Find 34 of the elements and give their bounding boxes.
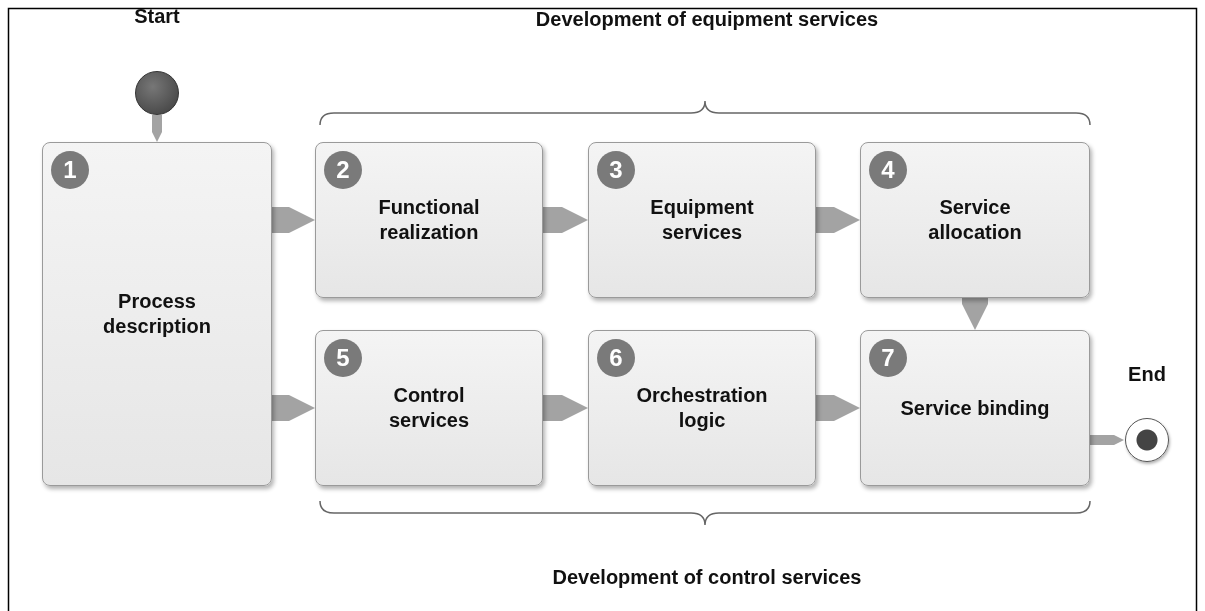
- arrow: [152, 115, 162, 142]
- step-number: 7: [869, 339, 907, 377]
- group-label: Development of equipment services: [535, 8, 879, 31]
- step-number: 2: [324, 151, 362, 189]
- arrow: [962, 298, 988, 330]
- arrow: [816, 207, 860, 233]
- step-label: Functional realization: [377, 195, 481, 245]
- step-label: Control services: [387, 383, 471, 433]
- step-label: Service binding: [899, 395, 1051, 421]
- process-box: [588, 330, 816, 486]
- step-number: 3: [597, 151, 635, 189]
- arrow: [272, 207, 315, 233]
- step-number: 4: [869, 151, 907, 189]
- start-label: Start: [133, 4, 181, 28]
- step-label: Orchestration logic: [635, 383, 769, 433]
- end-label: End: [1127, 362, 1167, 386]
- step-label: Process description: [102, 289, 212, 339]
- arrow: [543, 395, 588, 421]
- step-number: 6: [597, 339, 635, 377]
- arrow: [543, 207, 588, 233]
- process-box: [315, 330, 543, 486]
- process-box: [588, 142, 816, 298]
- process-box: [315, 142, 543, 298]
- process-box: [42, 142, 272, 486]
- arrow: [816, 395, 860, 421]
- process-box: [860, 142, 1090, 298]
- arrow: [272, 395, 315, 421]
- step-number: 1: [51, 151, 89, 189]
- arrow: [1090, 435, 1124, 445]
- step-label: Service allocation: [927, 195, 1023, 245]
- step-number: 5: [324, 339, 362, 377]
- group-label: Development of control services: [552, 566, 862, 589]
- step-label: Equipment services: [649, 195, 755, 245]
- process-box: [860, 330, 1090, 486]
